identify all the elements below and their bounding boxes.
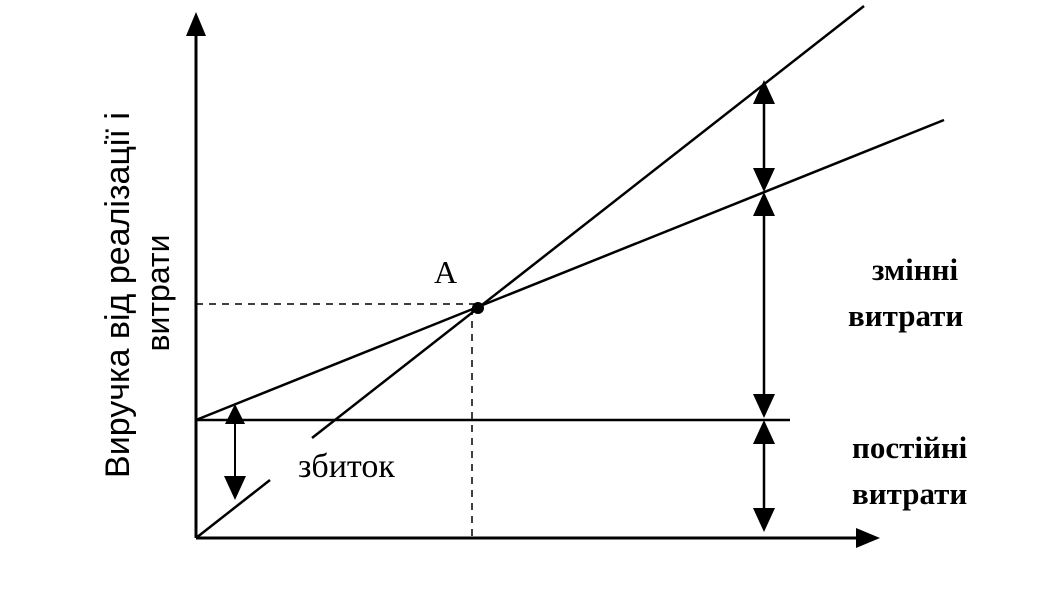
break-even-point [472,302,484,314]
fixed-costs-label-line2: витрати [852,476,968,511]
fixed-costs-arrowhead-down [753,508,775,532]
revenue-line [311,5,865,439]
variable-costs-label-line1: змінні [872,252,959,287]
revenue-line-origin-segment [195,479,271,539]
loss-arrowhead-down [224,476,246,500]
profit-arrowhead-up [753,80,775,104]
loss-label: збиток [298,448,395,485]
y-axis-label-line2: витрати [140,234,176,352]
break-even-point-label: А [434,254,458,290]
y-axis-label-line1: Виручка від реалізації і [99,112,137,478]
fixed-costs-label-line1: постійні [852,430,968,465]
y-axis-arrowhead [186,12,206,36]
variable-costs-arrowhead-down [753,394,775,418]
loss-arrowhead-up [225,404,245,424]
fixed-costs-arrowhead-up [753,420,775,444]
variable-costs-arrowhead-up [753,192,775,216]
profit-arrowhead-down [753,168,775,192]
total-costs-line [195,118,945,422]
variable-costs-label-line2: витрати [848,298,964,333]
x-axis-arrowhead [856,528,880,548]
